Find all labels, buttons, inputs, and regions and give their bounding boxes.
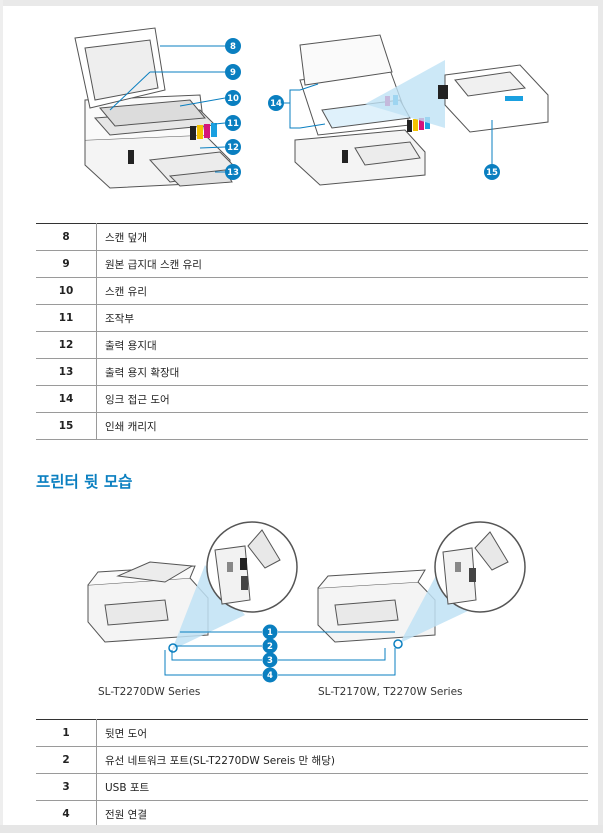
part-number: 15 [36, 412, 97, 440]
callout-14-label: 14 [270, 99, 282, 109]
callout-13-label: 13 [227, 168, 239, 178]
callout-15-label: 15 [486, 168, 498, 178]
printer-rear-illustration: 1 2 3 4 [87, 521, 526, 683]
part-number: 4 [36, 800, 97, 828]
part-description: USB 포트 [96, 773, 588, 801]
callout-14-icon [268, 95, 284, 111]
part-number: 1 [36, 719, 97, 747]
page-border-top [0, 0, 603, 6]
part-number: 3 [36, 773, 97, 801]
part-number: 2 [36, 746, 97, 774]
part-description: 전원 연결 [96, 800, 588, 828]
callout-12-label: 12 [227, 143, 239, 153]
callout-8-icon [225, 38, 241, 54]
part-number: 9 [36, 250, 97, 278]
part-number: 10 [36, 277, 97, 305]
page-border-left [0, 0, 3, 833]
part-description: 출력 용지 확장대 [96, 358, 588, 386]
part-number: 13 [36, 358, 97, 386]
part-description: 인쇄 캐리지 [96, 412, 588, 440]
page-border-bottom [0, 825, 603, 833]
part-description: 잉크 접근 도어 [96, 385, 588, 413]
callout-10-icon [225, 90, 241, 106]
callout-11-icon [225, 115, 241, 131]
callout-1-icon [262, 624, 278, 640]
callout-2-icon [262, 638, 278, 654]
callout-9-label: 9 [230, 68, 236, 78]
part-number: 11 [36, 304, 97, 332]
printer-front-illustration: 8 9 10 11 12 13 14 15 [74, 27, 549, 189]
part-description: 스캔 덮개 [96, 223, 588, 251]
part-description: 조작부 [96, 304, 588, 332]
page-border-right [598, 0, 603, 833]
series-label-left: SL-T2270DW Series [98, 686, 201, 698]
callout-9-icon [225, 64, 241, 80]
part-description: 출력 용지대 [96, 331, 588, 359]
callout-8-label: 8 [230, 42, 236, 52]
callout-12-icon [225, 139, 241, 155]
callout-15-icon [484, 164, 500, 180]
callout-2-label: 2 [267, 642, 273, 652]
part-number: 14 [36, 385, 97, 413]
callout-13-icon [225, 164, 241, 180]
section-title: 프린터 뒷 모습 [36, 473, 133, 491]
part-number: 8 [36, 223, 97, 251]
callout-4-label: 4 [267, 671, 273, 681]
callout-11-label: 11 [227, 119, 239, 129]
part-description: 원본 급지대 스캔 유리 [96, 250, 588, 278]
part-description: 유선 네트워크 포트(SL-T2270DW Sereis 만 해당) [96, 746, 588, 774]
callout-3-label: 3 [267, 656, 273, 666]
callout-4-icon [262, 667, 278, 683]
part-number: 12 [36, 331, 97, 359]
callout-10-label: 10 [227, 94, 239, 104]
part-description: 스캔 유리 [96, 277, 588, 305]
callout-3-icon [262, 652, 278, 668]
part-description: 뒷면 도어 [96, 719, 588, 747]
callout-1-label: 1 [267, 628, 273, 638]
series-label-right: SL-T2170W, T2270W Series [318, 686, 463, 698]
